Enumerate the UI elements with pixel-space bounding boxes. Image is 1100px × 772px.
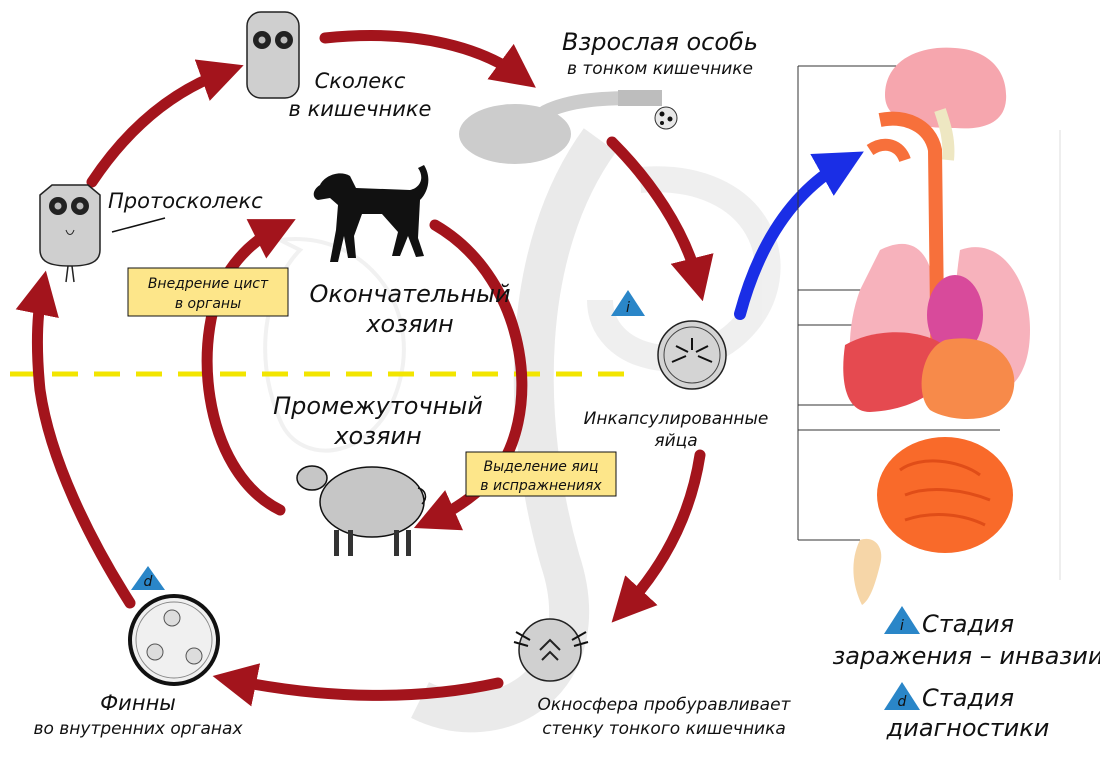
arrow-protoscolex-to-scolex xyxy=(86,59,244,188)
scolex-illustration xyxy=(246,11,300,99)
svg-text:в испражнениях: в испражнениях xyxy=(480,478,602,494)
arrow-finns-to-protoscolex xyxy=(15,270,136,609)
arrow-eggs-to-oncosphere xyxy=(611,449,706,623)
arrow-adult-to-eggs xyxy=(606,136,714,302)
svg-text:d: d xyxy=(898,694,907,710)
eggs-label-1: Инкапсулированные xyxy=(584,409,769,429)
arrow-oncosphere-to-finns xyxy=(212,663,504,707)
encapsulated-egg-illustration xyxy=(657,320,727,390)
legend-diagnostic-icon xyxy=(884,682,920,710)
arrow-eggs-to-human xyxy=(734,151,864,320)
svg-text:d: d xyxy=(144,574,153,590)
finns-label-1: Финны xyxy=(100,691,176,715)
scolex-label-1: Сколекс xyxy=(315,69,406,93)
svg-text:в органы: в органы xyxy=(175,296,241,312)
adult-worm-illustration xyxy=(459,90,678,164)
svg-text:i: i xyxy=(626,300,630,316)
brain xyxy=(885,47,1007,129)
outer-cycle-arrows xyxy=(15,30,714,707)
finns-label-2: во внутренних органах xyxy=(33,719,243,739)
arrow-dog-to-sheep xyxy=(413,219,528,531)
adult-sub: в тонком кишечнике xyxy=(567,59,753,79)
eggs-label-2: яйца xyxy=(654,431,697,451)
dog-icon xyxy=(313,165,429,262)
arrow-scolex-to-adult xyxy=(319,30,536,88)
svg-text:Внедрение цист: Внедрение цист xyxy=(148,276,269,292)
diagnostic-stage-marker: d xyxy=(131,566,165,590)
human-organs-illustration xyxy=(797,47,1061,605)
protoscolex-illustration xyxy=(39,184,101,283)
protoscolex-label: Протосколекс xyxy=(108,189,263,213)
legend-infective-icon xyxy=(884,606,920,634)
svg-text:Выделение яиц: Выделение яиц xyxy=(484,459,599,475)
scolex-label-2: в кишечнике xyxy=(289,97,432,121)
svg-text:Стадия: Стадия xyxy=(922,684,1014,712)
intermediate-host-2: хозяин xyxy=(333,422,421,450)
infective-stage-marker: i xyxy=(611,290,645,316)
definitive-host-2: хозяин xyxy=(365,310,453,338)
svg-text:диагностики: диагностики xyxy=(886,714,1050,742)
legend: i Стадия заражения – инвазии d Стадия ди… xyxy=(833,606,1100,742)
oncosphere-illustration xyxy=(513,618,589,682)
intestines xyxy=(877,437,1013,553)
oncosphere-label-1: Окносфера пробуравливает xyxy=(538,695,792,715)
definitive-host-1: Окончательный xyxy=(309,280,510,308)
sheep-icon xyxy=(296,465,427,556)
oncosphere-label-2: стенку тонкого кишечника xyxy=(542,719,786,739)
note-cysts: Внедрение цист в органы xyxy=(127,267,289,317)
svg-text:i: i xyxy=(900,618,904,634)
stomach xyxy=(921,338,1015,420)
hydatid-cyst-illustration xyxy=(128,594,220,686)
note-eggs-out: Выделение яиц в испражнениях xyxy=(465,451,617,497)
svg-text:заражения – инвазии: заражения – инвазии xyxy=(833,642,1100,670)
protoscolex-pointer-line xyxy=(111,217,166,233)
adult-title: Взрослая особь xyxy=(562,28,758,56)
intermediate-host-1: Промежуточный xyxy=(273,392,483,420)
svg-text:Стадия: Стадия xyxy=(922,610,1014,638)
